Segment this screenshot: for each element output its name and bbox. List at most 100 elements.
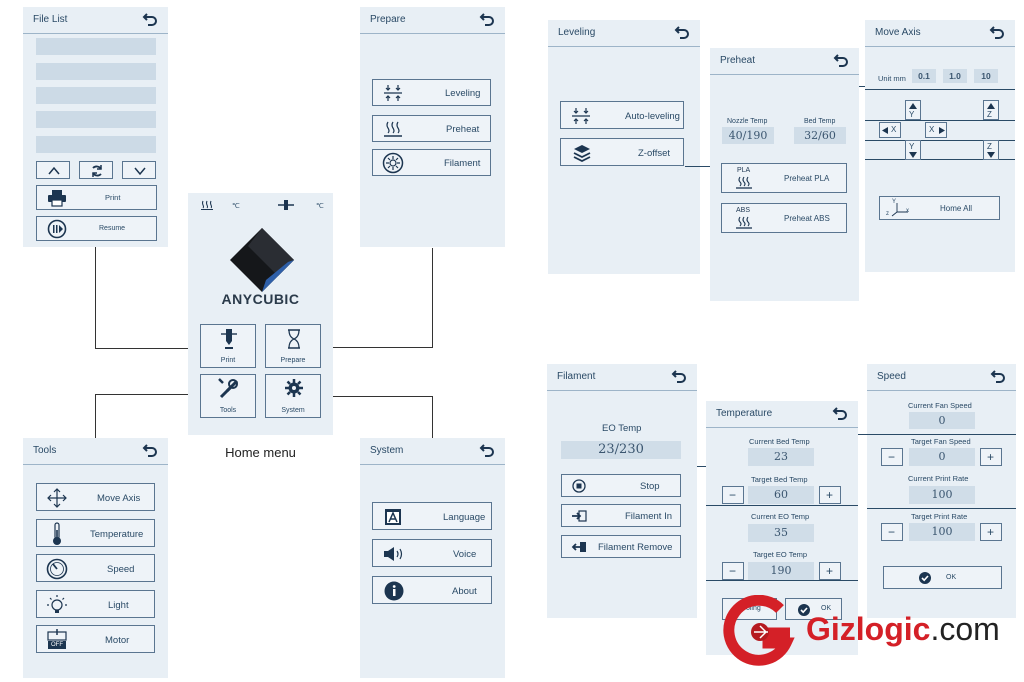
z-axis-label: Z <box>987 110 992 119</box>
eo-plus-button[interactable]: + <box>819 562 841 580</box>
move-axis-button[interactable]: Move Axis <box>36 483 155 511</box>
preheat-connector <box>859 86 865 87</box>
current-rate-label: Current Print Rate <box>908 474 969 483</box>
preheat-screen: Preheat Nozzle Temp Bed Temp 40/190 32/6… <box>710 48 859 301</box>
unit-10-button[interactable]: 10 <box>974 69 998 83</box>
filament-in-button[interactable]: Filament In <box>561 504 681 527</box>
resume-button[interactable]: Resume <box>36 216 157 241</box>
fan-minus-button[interactable]: − <box>881 448 903 466</box>
temperature-header: Temperature <box>706 401 858 428</box>
z-minus-button[interactable]: Z <box>983 140 999 160</box>
rate-minus-button[interactable]: − <box>881 523 903 541</box>
x-plus-button[interactable]: X <box>925 122 947 138</box>
system-tile[interactable]: System <box>265 374 321 418</box>
x-axis-label: X <box>891 125 897 134</box>
system-header: System <box>360 438 505 465</box>
language-button[interactable]: Language <box>372 502 492 530</box>
unit-1-0-button[interactable]: 1.0 <box>943 69 967 83</box>
page-up-button[interactable] <box>36 161 70 179</box>
back-icon[interactable] <box>990 369 1006 383</box>
filament-in-icon <box>572 510 587 522</box>
tile-label: Tools <box>219 407 237 414</box>
back-icon[interactable] <box>142 12 158 26</box>
y-minus-button[interactable]: Y <box>905 140 921 160</box>
prepare-tile[interactable]: Prepare <box>265 324 321 368</box>
back-icon[interactable] <box>833 53 849 67</box>
row-divider <box>865 140 1015 141</box>
file-slot[interactable] <box>36 87 156 104</box>
fan-plus-button[interactable]: + <box>980 448 1002 466</box>
tools-tile[interactable]: Tools <box>200 374 256 418</box>
filament-remove-label: Filament Remove <box>598 542 673 553</box>
z-offset-button[interactable]: Z-offset <box>560 138 684 166</box>
target-rate-label: Target Print Rate <box>911 512 968 521</box>
brand-name: ANYCUBIC <box>221 291 300 307</box>
watermark-suffix: .com <box>930 611 1000 647</box>
preheat-button[interactable]: Preheat <box>372 115 491 142</box>
current-eo-value: 35 <box>748 524 814 542</box>
home-all-label: Home All <box>940 204 973 213</box>
z-offset-label: Z-offset <box>638 148 671 159</box>
motor-button[interactable]: OFF Motor <box>36 625 155 653</box>
leveling-screen: Leveling Auto-leveling Z-offset <box>548 20 700 274</box>
page-down-button[interactable] <box>122 161 156 179</box>
filament-button[interactable]: Filament <box>372 149 491 176</box>
back-icon[interactable] <box>479 12 495 26</box>
back-icon[interactable] <box>671 369 687 383</box>
back-icon[interactable] <box>479 443 495 457</box>
y-plus-button[interactable]: Y <box>905 100 921 120</box>
screen-title: Leveling <box>558 27 596 38</box>
speed-button[interactable]: Speed <box>36 554 155 582</box>
current-eo-label: Current EO Temp <box>751 512 810 521</box>
file-slot[interactable] <box>36 136 156 153</box>
file-slot[interactable] <box>36 38 156 55</box>
preheat-pla-button[interactable]: PLA Preheat PLA <box>721 163 847 193</box>
chevron-up-icon <box>48 166 60 175</box>
preheat-abs-button[interactable]: ABS Preheat ABS <box>721 203 847 233</box>
status-bar: ℃ ℃ <box>188 193 333 217</box>
anycubic-logo-icon <box>230 228 294 292</box>
eo-minus-button[interactable]: − <box>722 562 744 580</box>
back-icon[interactable] <box>674 25 690 39</box>
x-minus-button[interactable]: X <box>879 122 901 138</box>
axes-icon: Y x z <box>886 199 912 219</box>
z-plus-button[interactable]: Z <box>983 100 999 120</box>
about-button[interactable]: About <box>372 576 492 604</box>
auto-leveling-button[interactable]: Auto-leveling <box>560 101 684 129</box>
bed-minus-button[interactable]: − <box>722 486 744 504</box>
printer-icon <box>48 190 66 207</box>
print-tile[interactable]: Print <box>200 324 256 368</box>
arrow-down-icon <box>909 152 917 158</box>
motor-off-badge: OFF <box>48 641 66 649</box>
screen-title: Preheat <box>720 55 756 66</box>
refresh-button[interactable] <box>79 161 113 179</box>
stop-button[interactable]: Stop <box>561 474 681 497</box>
motor-label: Motor <box>105 635 130 646</box>
voice-button[interactable]: Voice <box>372 539 492 567</box>
file-slot[interactable] <box>36 111 156 128</box>
back-icon[interactable] <box>832 406 848 420</box>
temp-row-divider <box>706 505 858 506</box>
home-all-button[interactable]: Y x z Home All <box>879 196 1000 220</box>
print-button[interactable]: Print <box>36 185 157 210</box>
ok-button[interactable]: OK <box>785 598 842 620</box>
filament-spool-icon <box>382 152 404 174</box>
rate-plus-button[interactable]: + <box>980 523 1002 541</box>
file-slot[interactable] <box>36 63 156 80</box>
leveling-button[interactable]: Leveling <box>372 79 491 106</box>
current-rate-value: 100 <box>909 486 975 504</box>
filament-remove-button[interactable]: Filament Remove <box>561 535 681 558</box>
move-axis-header: Move Axis <box>865 20 1015 47</box>
power-icon <box>47 629 67 641</box>
temperature-button[interactable]: Temperature <box>36 519 155 547</box>
back-icon[interactable] <box>142 443 158 457</box>
unit-0-1-button[interactable]: 0.1 <box>912 69 936 83</box>
heat-icon <box>736 216 752 229</box>
back-icon[interactable] <box>989 25 1005 39</box>
bed-plus-button[interactable]: + <box>819 486 841 504</box>
row-divider <box>865 159 1015 160</box>
light-button[interactable]: Light <box>36 590 155 618</box>
ok-button[interactable]: OK <box>883 566 1002 589</box>
screen-title: File List <box>33 14 68 25</box>
info-icon <box>384 581 404 601</box>
